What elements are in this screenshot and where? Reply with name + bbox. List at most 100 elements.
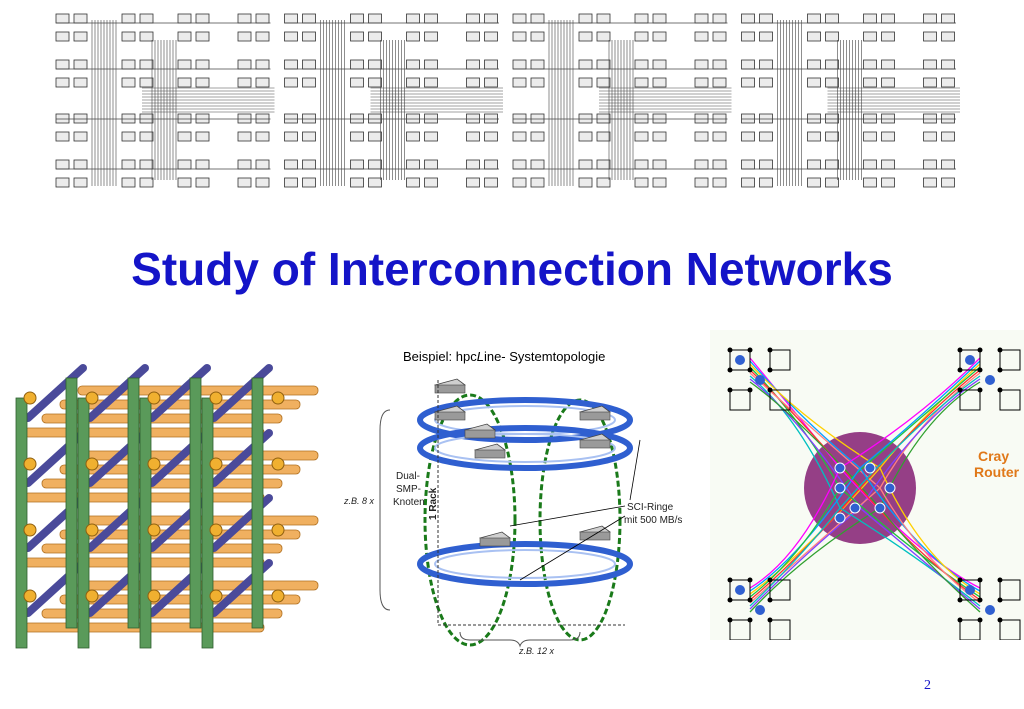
switch-box	[694, 31, 709, 42]
switch-box	[530, 131, 545, 142]
router-link	[749, 467, 881, 595]
grid-node	[957, 597, 963, 603]
switch-box	[177, 31, 192, 42]
switch-box	[255, 159, 270, 170]
switch-box	[237, 59, 252, 70]
router-node	[735, 355, 745, 365]
switch-box	[406, 77, 420, 88]
switch-box	[759, 31, 773, 42]
label-sci-rings: SCI-Ringe	[627, 502, 674, 513]
smp-node-base	[464, 429, 496, 439]
switch-box	[466, 131, 480, 142]
mesh-node	[271, 589, 285, 603]
switch-box	[302, 59, 316, 70]
router-link	[859, 467, 981, 592]
switch-box	[825, 59, 839, 70]
mesh-node	[271, 391, 285, 405]
switch-box	[512, 159, 527, 170]
grid-node	[727, 367, 733, 373]
mesh-link-y	[189, 377, 202, 629]
switch-box	[466, 177, 480, 188]
switch-box	[596, 113, 611, 124]
banner-panel	[284, 13, 503, 188]
switch-box	[406, 31, 420, 42]
switch-box	[406, 13, 420, 24]
router-link	[749, 360, 861, 469]
switch-box	[139, 31, 154, 42]
network-schematic-banner	[55, 13, 960, 188]
switch-box	[484, 77, 498, 88]
mesh-link-z	[24, 364, 87, 422]
switch-box	[941, 131, 955, 142]
switch-box	[694, 177, 709, 188]
switch-box	[406, 159, 420, 170]
switch-box	[406, 177, 420, 188]
switch-box	[55, 177, 70, 188]
switch-box	[195, 131, 210, 142]
switch-box	[694, 131, 709, 142]
switch-box	[712, 113, 727, 124]
router-link	[859, 378, 981, 509]
router-link	[859, 369, 981, 489]
smp-node-base	[579, 531, 611, 541]
router-node	[965, 585, 975, 595]
switch-box	[406, 113, 420, 124]
mesh-node	[147, 457, 161, 471]
switch-box	[634, 177, 649, 188]
vertical-ring	[423, 393, 517, 647]
mesh-node	[209, 523, 223, 537]
switch-box	[596, 159, 611, 170]
switch-box	[863, 113, 877, 124]
smp-node-base	[474, 449, 506, 459]
grid-cell	[769, 619, 791, 640]
switch-box	[863, 159, 877, 170]
router-link	[859, 507, 981, 610]
switch-box	[881, 77, 895, 88]
switch-box	[55, 113, 70, 124]
switch-box	[424, 113, 438, 124]
smp-node-base	[579, 439, 611, 449]
router-link	[749, 507, 861, 610]
switch-box	[121, 113, 136, 124]
switch-box	[121, 59, 136, 70]
switch-box	[941, 77, 955, 88]
switch-box	[741, 113, 755, 124]
switch-box	[350, 131, 364, 142]
switch-box	[759, 113, 773, 124]
switch-box	[807, 177, 821, 188]
switch-box	[121, 77, 136, 88]
switch-box	[825, 159, 839, 170]
switch-box	[634, 77, 649, 88]
switch-box	[237, 159, 252, 170]
switch-box	[694, 159, 709, 170]
switch-box	[350, 13, 364, 24]
grid-node	[747, 387, 753, 393]
label-rack: 1 Rack	[428, 487, 439, 520]
switch-box	[923, 31, 937, 42]
switch-box	[55, 77, 70, 88]
switch-box	[73, 13, 88, 24]
mesh-node	[147, 589, 161, 603]
mesh-link-y	[77, 397, 90, 649]
pointer	[519, 515, 626, 581]
switch-box	[195, 177, 210, 188]
switch-box	[255, 59, 270, 70]
grid-node	[727, 577, 733, 583]
switch-box	[255, 77, 270, 88]
switch-box	[350, 159, 364, 170]
switch-box	[652, 59, 667, 70]
switch-box	[284, 13, 298, 24]
switch-box	[694, 13, 709, 24]
switch-box	[512, 77, 527, 88]
switch-box	[578, 77, 593, 88]
switch-box	[466, 13, 480, 24]
grid-node	[747, 347, 753, 353]
grid-cell	[999, 579, 1021, 601]
switch-box	[73, 131, 88, 142]
grid-node	[997, 347, 1003, 353]
mesh-link-y	[65, 377, 78, 629]
cray-label-line1: Cray	[978, 448, 1009, 464]
switch-box	[255, 13, 270, 24]
grid-node	[977, 347, 983, 353]
mesh-node	[85, 589, 99, 603]
